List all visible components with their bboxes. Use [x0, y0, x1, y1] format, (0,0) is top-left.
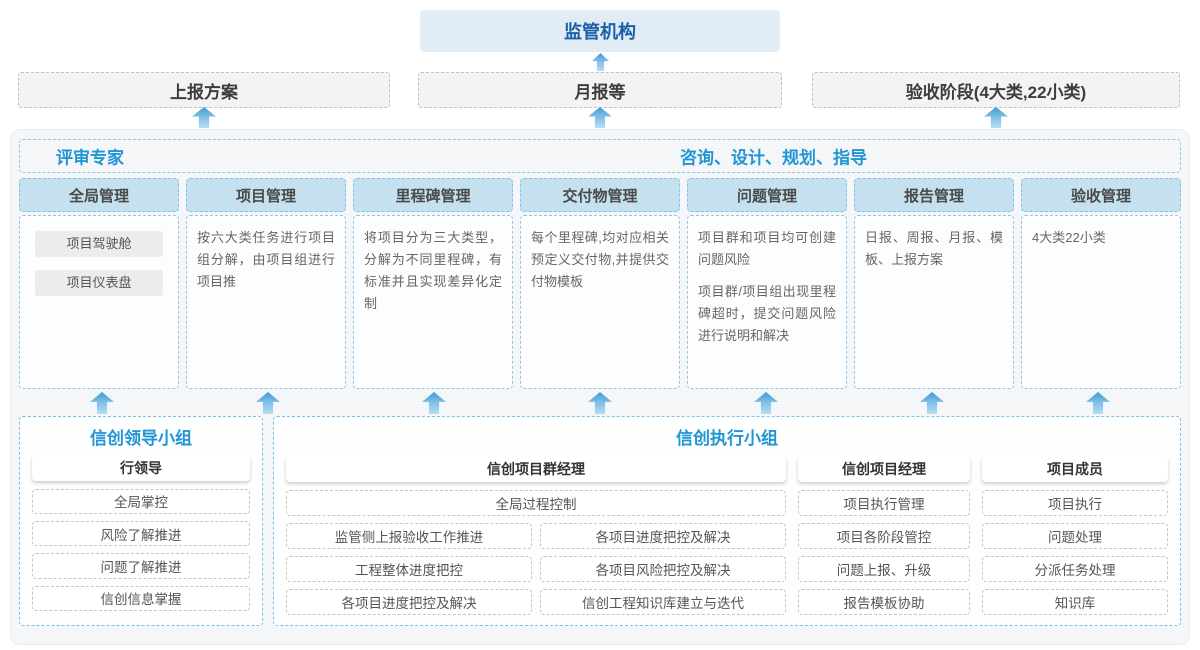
up-arrow-icon	[422, 392, 446, 414]
list-item: 各项目进度把控及解决	[286, 589, 532, 615]
up-arrow-icon	[754, 392, 778, 414]
list-item: 全局掌控	[32, 488, 250, 514]
program-manager-section: 信创项目群经理 全局过程控制 监管侧上报验收工作推进 各项目进度把控及解决 工程…	[286, 456, 786, 622]
exec-grid: 信创项目群经理 全局过程控制 监管侧上报验收工作推进 各项目进度把控及解决 工程…	[286, 456, 1168, 622]
leader-group-title: 信创领导小组	[90, 429, 192, 448]
project-manager-section: 信创项目经理 项目执行管理 项目各阶段管控 问题上报、升级 报告模板协助	[798, 456, 970, 622]
advisory-title: 咨询、设计、规划、指导	[680, 148, 867, 168]
up-arrow-icon	[588, 392, 612, 414]
list-item: 分派任务处理	[982, 556, 1168, 582]
list-item: 监管侧上报验收工作推进	[286, 523, 532, 549]
acceptance-stage-box: 验收阶段(4大类,22小类)	[812, 72, 1180, 108]
column-header: 里程碑管理	[353, 178, 513, 212]
role-chip-bank-leader: 行领导	[32, 455, 250, 481]
column-body: 将项目分为三大类型，分解为不同里程碑，有标准并且实现差异化定制	[353, 215, 513, 389]
up-arrow-icon	[90, 392, 114, 414]
column-body: 按六大类任务进行项目组分解，由项目组进行项目推	[186, 215, 346, 389]
expert-title: 评审专家	[56, 148, 124, 168]
member-section: 项目成员 项目执行 问题处理 分派任务处理 知识库	[982, 456, 1168, 622]
platform-container: 评审专家 咨询、设计、规划、指导 全局管理 项目驾驶舱 项目仪表盘 项目管理 按…	[10, 129, 1190, 645]
issue-paragraph: 项目群/项目组出现里程碑超时，提交问题风险进行说明和解决	[698, 284, 836, 344]
exec-group: 信创执行小组 信创项目群经理 全局过程控制 监管侧上报验收工作推进 各项目进度把…	[273, 416, 1181, 626]
column-header: 验收管理	[1021, 178, 1181, 212]
column-header: 交付物管理	[520, 178, 680, 212]
up-arrow-icon	[588, 107, 612, 128]
up-arrow-icon	[592, 53, 609, 71]
column-body: 日报、周报、月报、模板、上报方案	[854, 215, 1014, 389]
management-columns: 全局管理 项目驾驶舱 项目仪表盘 项目管理 按六大类任务进行项目组分解，由项目组…	[19, 178, 1181, 389]
list-item: 各项目进度把控及解决	[540, 523, 786, 549]
role-chip-member: 项目成员	[982, 456, 1168, 482]
exec-group-title: 信创执行小组	[676, 429, 778, 448]
list-item: 问题处理	[982, 523, 1168, 549]
column-arrows	[19, 392, 1181, 414]
list-item: 工程整体进度把控	[286, 556, 532, 582]
column-header: 全局管理	[19, 178, 179, 212]
column-milestone-management: 里程碑管理 将项目分为三大类型，分解为不同里程碑，有标准并且实现差异化定制	[353, 178, 513, 389]
list-item: 知识库	[982, 589, 1168, 615]
list-item: 风险了解推进	[32, 520, 250, 547]
up-arrow-icon	[984, 107, 1008, 128]
list-item: 报告模板协助	[798, 589, 970, 615]
list-item: 各项目风险把控及解决	[540, 556, 786, 582]
list-item: 信创信息掌握	[32, 585, 250, 611]
column-acceptance-management: 验收管理 4大类22小类	[1021, 178, 1181, 389]
column-body: 每个里程碑,均对应相关预定义交付物,并提供交付物模板	[520, 215, 680, 389]
list-item: 问题上报、升级	[798, 556, 970, 582]
column-report-management: 报告管理 日报、周报、月报、模板、上报方案	[854, 178, 1014, 389]
up-arrow-icon	[1086, 392, 1110, 414]
role-chip-program-manager: 信创项目群经理	[286, 456, 786, 482]
column-header: 报告管理	[854, 178, 1014, 212]
column-body: 项目驾驶舱 项目仪表盘	[19, 215, 179, 389]
list-item: 项目执行管理	[798, 490, 970, 516]
monthly-report-box: 月报等	[418, 72, 782, 108]
column-body: 4大类22小类	[1021, 215, 1181, 389]
regulator-box: 监管机构	[420, 10, 780, 52]
up-arrow-icon	[256, 392, 280, 414]
up-arrow-icon	[920, 392, 944, 414]
bottom-groups: 信创领导小组 行领导 全局掌控 风险了解推进 问题了解推进 信创信息掌握 信创执…	[19, 416, 1181, 626]
list-item: 问题了解推进	[32, 553, 250, 579]
issue-paragraph: 项目群和项目均可创建问题风险	[698, 230, 836, 268]
column-header: 项目管理	[186, 178, 346, 212]
cockpit-chip: 项目驾驶舱	[35, 231, 163, 257]
up-arrow-icon	[192, 107, 216, 128]
column-project-management: 项目管理 按六大类任务进行项目组分解，由项目组进行项目推	[186, 178, 346, 389]
list-item: 全局过程控制	[286, 490, 786, 516]
dashboard-chip: 项目仪表盘	[35, 270, 163, 296]
list-item: 项目各阶段管控	[798, 523, 970, 549]
role-chip-project-manager: 信创项目经理	[798, 456, 970, 482]
column-body: 项目群和项目均可创建问题风险 项目群/项目组出现里程碑超时，提交问题风险进行说明…	[687, 215, 847, 389]
column-global-management: 全局管理 项目驾驶舱 项目仪表盘	[19, 178, 179, 389]
list-item: 项目执行	[982, 490, 1168, 516]
column-issue-management: 问题管理 项目群和项目均可创建问题风险 项目群/项目组出现里程碑超时，提交问题风…	[687, 178, 847, 389]
expert-advisory-bar: 评审专家 咨询、设计、规划、指导	[19, 139, 1181, 173]
leader-group: 信创领导小组 行领导 全局掌控 风险了解推进 问题了解推进 信创信息掌握	[19, 416, 263, 626]
column-deliverable-management: 交付物管理 每个里程碑,均对应相关预定义交付物,并提供交付物模板	[520, 178, 680, 389]
column-header: 问题管理	[687, 178, 847, 212]
list-item: 信创工程知识库建立与迭代	[540, 589, 786, 615]
report-plan-box: 上报方案	[18, 72, 390, 108]
